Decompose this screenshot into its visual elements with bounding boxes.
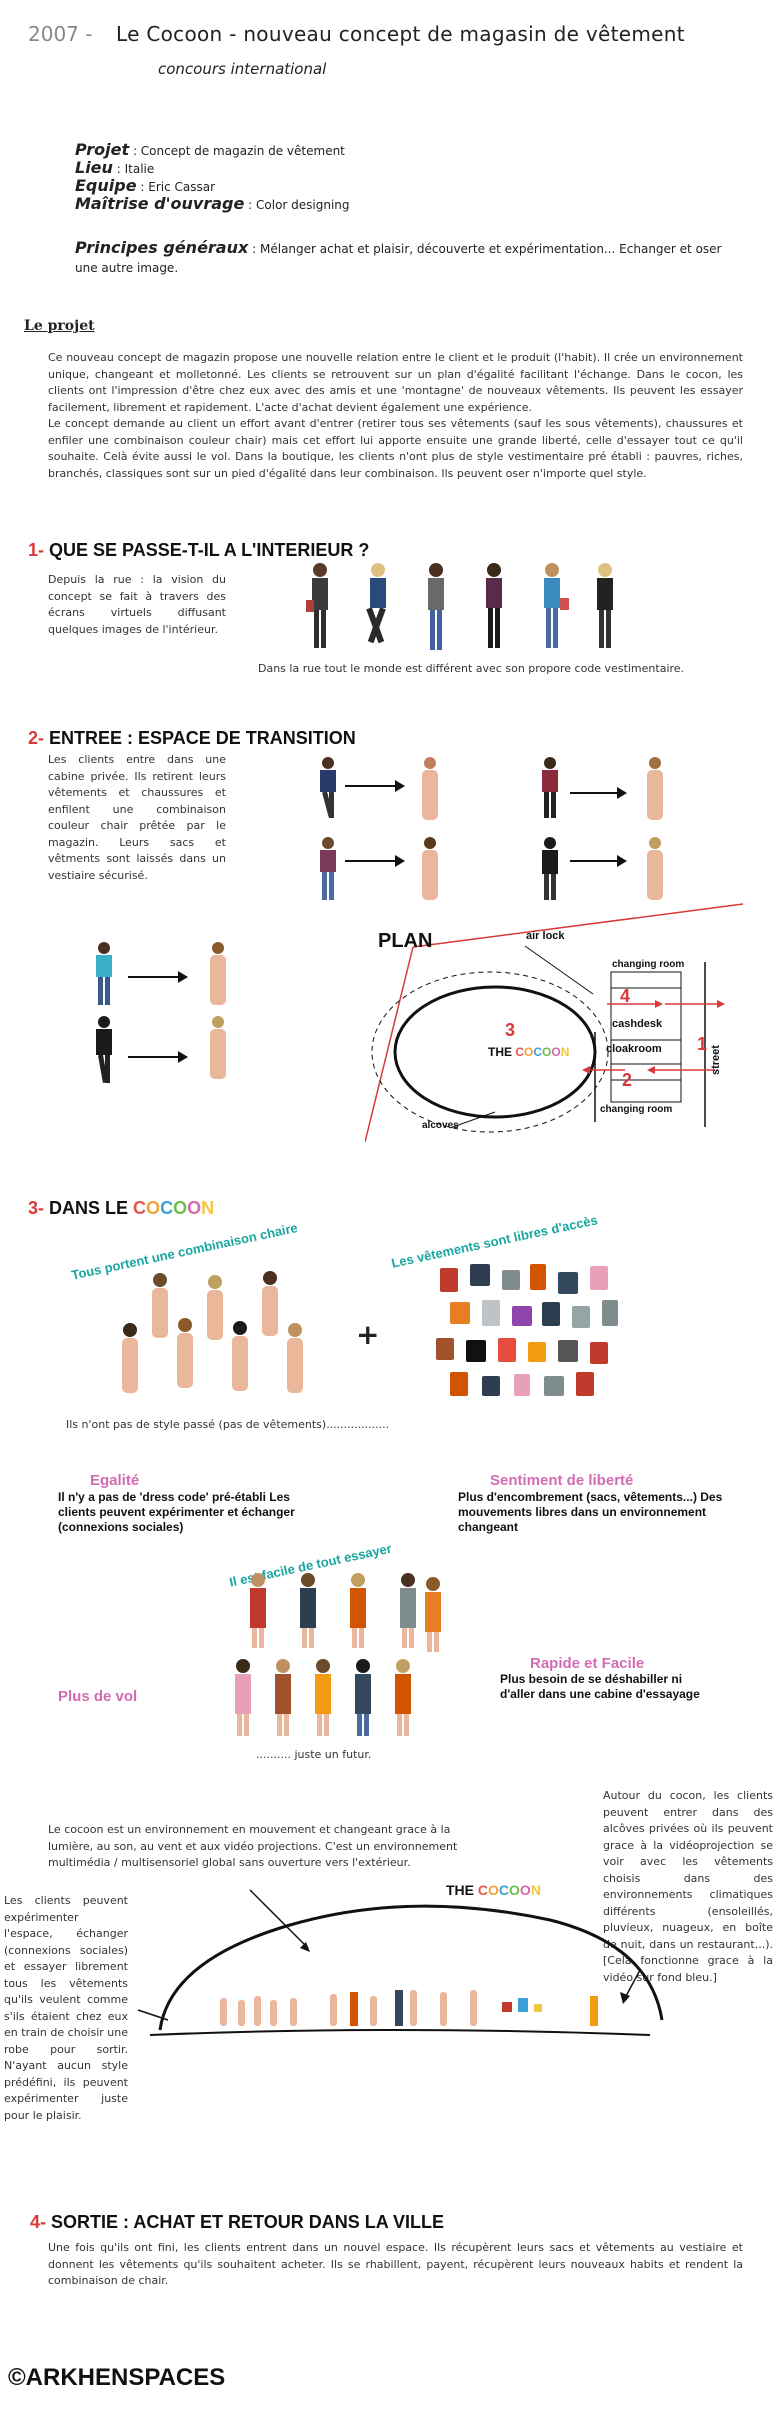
plan-drawing: [364, 903, 744, 1143]
arrow-right-icon: [570, 787, 627, 799]
arrow-right-icon: [345, 855, 405, 867]
plan-number-4: 4: [620, 986, 631, 1006]
section-1-caption: Dans la rue tout le monde est différent …: [258, 662, 685, 675]
clothing-item: [482, 1300, 500, 1326]
street-people-group: [300, 560, 620, 656]
clothing-item: [602, 1300, 618, 1326]
clothing-item: [572, 1306, 590, 1328]
clothing-item: [466, 1340, 486, 1362]
rapide-facile-text: Plus besoin de se déshabiller ni d'aller…: [500, 1672, 700, 1701]
street-people-illustration: [306, 563, 613, 650]
dressed-to-skin-illustration: [320, 757, 663, 900]
clothing-item: [470, 1264, 490, 1286]
arrow-right-icon: [570, 855, 627, 867]
project-row-equipe: Equipe : Eric Cassar: [75, 176, 216, 195]
clothing-item: [436, 1338, 454, 1360]
plan-title: PLAN: [378, 930, 433, 952]
environment-experience-text: Les clients peuvent expérimenter l'espac…: [4, 1894, 128, 2122]
clothing-item: [558, 1340, 578, 1362]
cocoon-dome-illustration: [137, 1889, 664, 2036]
transition-illustration-top: [310, 755, 710, 905]
copyright: ©ARKHENSPACES: [8, 2364, 226, 2391]
project-row-projet: Projet : Concept de magazin de vêtement: [75, 140, 345, 159]
plan-number-3: 3: [505, 1020, 516, 1040]
skin-suit-people-group: [110, 1270, 320, 1400]
le-projet-paragraph-1: Ce nouveau concept de magazin propose un…: [48, 351, 743, 414]
project-row-lieu: Lieu : Italie: [75, 158, 155, 177]
clothing-item: [440, 1268, 458, 1292]
clothing-item: [590, 1342, 608, 1364]
le-projet-paragraph-2: Le concept demande au client un effort a…: [48, 417, 743, 480]
plus-de-vol-title: Plus de vol: [58, 1688, 138, 1705]
clothing-item: [514, 1374, 530, 1396]
project-principles: Principes généraux : Mélanger achat et p…: [75, 238, 722, 275]
environment-intro-text: Le cocoon est un environnement en mouvem…: [48, 1823, 458, 1869]
clothing-item: [528, 1342, 546, 1362]
egalite-title: Egalité: [90, 1472, 140, 1489]
rapide-facile-title: Rapide et Facile: [530, 1655, 645, 1672]
page-title: Le Cocoon - nouveau concept de magasin d…: [116, 22, 685, 46]
dressed-to-skin-illustration-2: [96, 942, 226, 1083]
environment-alcoves-text: Autour du cocon, les clients peuvent ent…: [603, 1789, 773, 1984]
plan-cocoon-logo: THE COCOON: [488, 1045, 570, 1059]
plan-label-changing-room-bottom: changing room: [600, 1104, 673, 1115]
plan-label-street: street: [710, 1045, 722, 1075]
liberte-text: Plus d'encombrement (sacs, vêtements...)…: [458, 1490, 723, 1534]
section-4-title: 4- SORTIE : ACHAT ET RETOUR DANS LA VILL…: [30, 2212, 445, 2232]
skin-suit-people-illustration: [122, 1271, 303, 1393]
clothing-item: [450, 1302, 470, 1324]
environment-cocoon-logo: THE COCOON: [446, 1882, 541, 1898]
transition-illustration-bottom: [90, 940, 240, 1090]
clothing-item: [530, 1264, 546, 1290]
plan-label-alcoves: alcoves: [422, 1120, 459, 1131]
page-subtitle: concours international: [158, 60, 327, 78]
clothing-item: [542, 1302, 560, 1326]
clothing-item: [512, 1306, 532, 1326]
dressed-people-illustration: [235, 1573, 441, 1736]
section-3-caption: Ils n'ont pas de style passé (pas de vêt…: [66, 1418, 390, 1431]
clothes-collage: [430, 1260, 630, 1410]
egalite-text: Il n'y a pas de 'dress code' pré-établi …: [58, 1490, 295, 1534]
clothing-item: [544, 1376, 564, 1396]
clothing-item: [590, 1266, 608, 1290]
clothing-item: [482, 1376, 500, 1396]
plan-number-2: 2: [622, 1070, 633, 1090]
section-1-text: Depuis la rue : la vision du concept se …: [48, 573, 226, 636]
plan-label-cloakroom: cloakroom: [606, 1043, 662, 1055]
arrow-right-icon: [345, 780, 405, 792]
plan-label-changing-room-top: changing room: [612, 959, 685, 970]
cocoon-section-drawing: [130, 1880, 670, 2055]
clothing-item: [558, 1272, 578, 1294]
header-year: 2007 -: [28, 22, 93, 46]
plan-label-cashdesk: cashdesk: [612, 1018, 663, 1030]
section-4-text: Une fois qu'ils ont fini, les clients en…: [48, 2241, 743, 2287]
plan-label-air-lock: air lock: [526, 930, 565, 942]
plan-diagram: [364, 902, 745, 1152]
section-2-title: 2- ENTREE : ESPACE DE TRANSITION: [28, 728, 356, 748]
dressed-people-group: [228, 1570, 448, 1745]
arrow-right-icon: [128, 971, 188, 983]
plus-sign: +: [356, 1318, 380, 1351]
section-2-text: Les clients entre dans une cabine privée…: [48, 753, 226, 882]
clothing-item: [576, 1372, 594, 1396]
arrow-right-icon: [128, 1051, 188, 1063]
futur-caption: .......... juste un futur.: [256, 1748, 372, 1761]
clothing-item: [498, 1338, 516, 1362]
clothing-item: [502, 1270, 520, 1290]
clothing-item: [450, 1372, 468, 1396]
liberte-title: Sentiment de liberté: [490, 1472, 634, 1489]
le-projet-title: Le projet: [24, 318, 95, 334]
section-3-title: 3- DANS LE COCOON: [28, 1198, 215, 1218]
plan-number-1: 1: [697, 1034, 708, 1054]
project-row-maitrise: Maîtrise d'ouvrage : Color designing: [75, 194, 350, 213]
section-1-title: 1- QUE SE PASSE-T-IL A L'INTERIEUR ?: [28, 540, 370, 560]
